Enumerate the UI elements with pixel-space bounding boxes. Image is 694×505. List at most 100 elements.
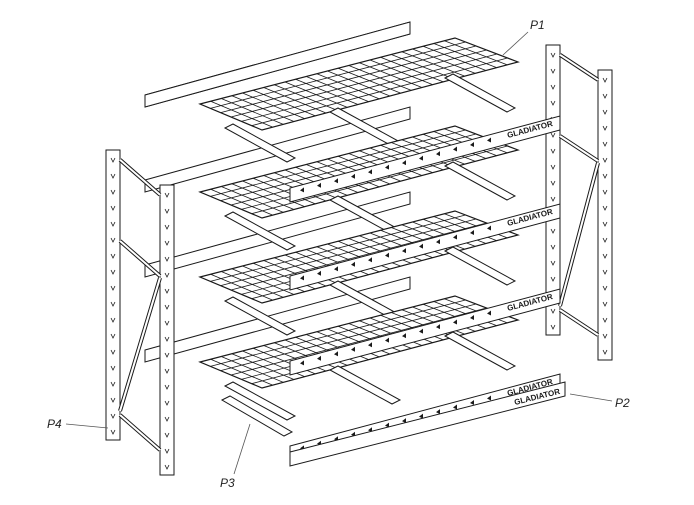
callout-p1: P1 [530, 18, 545, 32]
left-upright-slot [110, 157, 116, 163]
deck-wire [220, 133, 477, 202]
right-upright-slot [550, 324, 556, 330]
deck-support [223, 381, 297, 421]
right-upright-slot [550, 308, 556, 314]
beam-hole [385, 164, 389, 170]
left-upright-slot [164, 304, 170, 310]
beam-hole [368, 169, 372, 175]
left-upright-slot [164, 448, 170, 454]
deck-wire [210, 41, 466, 109]
beam-hole [436, 151, 440, 157]
deck-wire [220, 218, 477, 287]
left-upright-brace [119, 240, 161, 277]
beam-hole [334, 178, 338, 184]
right-upright-slot [602, 173, 608, 179]
right-upright-brace [559, 53, 599, 81]
deck-wire [210, 299, 466, 367]
deck-wire [220, 303, 477, 372]
right-upright-slot [602, 333, 608, 339]
right-upright-slot [602, 157, 608, 163]
right-upright-slot [550, 68, 556, 74]
beam-hole [453, 234, 457, 240]
deck-support [443, 331, 517, 371]
left-upright-slot [110, 285, 116, 291]
right-upright-slot [602, 285, 608, 291]
right-upright-post-front [597, 69, 613, 361]
beam-hole [385, 252, 389, 258]
right-upright-slot [550, 196, 556, 202]
right-upright-slot [550, 276, 556, 282]
beam-hole [487, 225, 491, 231]
left-upright-slot [164, 464, 170, 470]
left-upright-brace [119, 414, 161, 451]
deck-support [223, 211, 297, 251]
left-upright-diag [119, 277, 161, 412]
rear-beam [144, 276, 411, 363]
right-upright-slot [602, 349, 608, 355]
beam-face [289, 203, 561, 291]
deck-wire [251, 145, 508, 215]
deck-support [223, 296, 297, 336]
left-upright-post-front [159, 184, 175, 476]
beam-hole [487, 137, 491, 143]
left-upright-slot [110, 253, 116, 259]
beam-hole [470, 400, 474, 405]
deck-wire [210, 129, 466, 197]
beam-hole [470, 315, 474, 320]
deck-support [443, 246, 517, 286]
beam-hole [334, 266, 338, 272]
beam-hole [317, 270, 321, 276]
left-upright-slot [110, 429, 116, 435]
front-parts: GLADIATORGLADIATORGLADIATORGLADIATORGLAD… [105, 115, 566, 476]
beam-hole [368, 342, 372, 348]
left-upright-slot [110, 221, 116, 227]
left-upright-slot [110, 301, 116, 307]
loose-front-beam: GLADIATOR [289, 381, 566, 467]
beam-hole [402, 333, 406, 339]
right-upright-slot [550, 244, 556, 250]
beam-hole [436, 324, 440, 330]
beam-hole [385, 422, 389, 428]
left-upright-slot [110, 205, 116, 211]
right-upright-slot [602, 301, 608, 307]
beam-hole [453, 146, 457, 152]
beam-hole [317, 182, 321, 188]
leader-p3 [233, 423, 251, 475]
left-upright-slot [164, 272, 170, 278]
right-upright-diag [559, 162, 599, 307]
right-upright-slot [602, 221, 608, 227]
left-upright-slot [110, 365, 116, 371]
deck-wire [241, 53, 498, 122]
deck-wire [251, 57, 508, 127]
beam-hole [470, 142, 474, 147]
left-upright-slot [164, 208, 170, 214]
leader-p4 [65, 423, 109, 429]
left-upright-slot [110, 349, 116, 355]
right-upright-slot [602, 141, 608, 147]
beam-face [289, 381, 566, 467]
left-upright-slot [164, 320, 170, 326]
left-upright-slot [164, 288, 170, 294]
right-upright-brace [559, 135, 599, 162]
beam-hole [453, 404, 457, 410]
callout-p2: P2 [615, 396, 630, 410]
left-upright-slot [110, 333, 116, 339]
right-upright-slot [602, 189, 608, 195]
right-upright-slot [602, 253, 608, 259]
beam-hole [351, 346, 355, 352]
callout-p3: P3 [220, 476, 235, 490]
right-upright-slot [602, 317, 608, 323]
deck-wire [230, 49, 487, 118]
left-upright-post-rear [105, 149, 121, 441]
beam-hole [436, 409, 440, 415]
beam-hole [419, 243, 423, 249]
beam-hole [300, 360, 304, 366]
beam-hole [334, 351, 338, 357]
left-upright-slot [110, 381, 116, 387]
left-upright-slot [164, 192, 170, 198]
right-upright-slot [602, 109, 608, 115]
right-upright-slot [550, 84, 556, 90]
left-upright-brace [119, 159, 161, 196]
right-upright-slot [602, 125, 608, 131]
